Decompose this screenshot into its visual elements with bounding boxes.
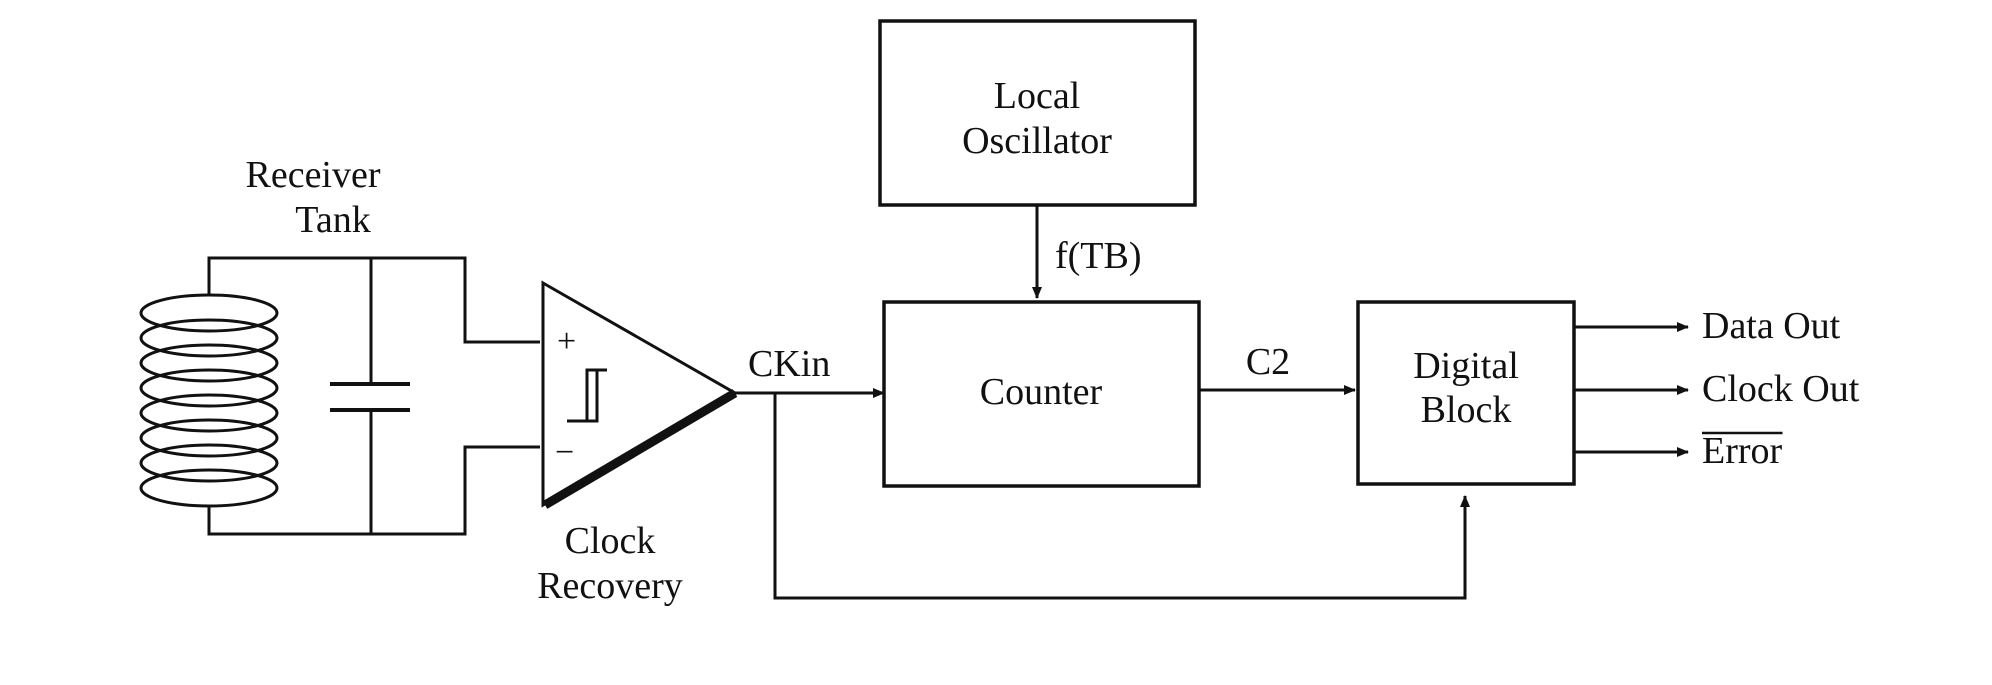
capacitor [330, 384, 410, 410]
counter-label: Counter [980, 371, 1103, 413]
data-out-label: Data Out [1702, 305, 1841, 347]
comparator-plus: + [557, 323, 576, 360]
receiver-tank-label-line1: Receiver [245, 154, 380, 196]
local-oscillator-label-line2: Oscillator [962, 120, 1112, 162]
clock-out-label: Clock Out [1702, 368, 1860, 410]
local-oscillator-label-line1: Local [994, 75, 1081, 117]
c2-label: C2 [1246, 341, 1290, 383]
error-label: Error [1702, 430, 1783, 472]
digital-block-label-line1: Digital [1413, 345, 1519, 387]
comparator-triangle [543, 283, 735, 505]
digital-block-label-line2: Block [1421, 389, 1512, 431]
clock-recovery-label-line1: Clock [565, 520, 656, 562]
clock-recovery-label-line2: Recovery [537, 565, 683, 607]
receiver-tank-label-line2: Tank [295, 199, 370, 241]
ftb-label: f(TB) [1055, 235, 1142, 277]
ckin-label: CKin [748, 343, 830, 385]
comparator-minus: − [555, 434, 574, 471]
receiver-coil [141, 295, 277, 506]
